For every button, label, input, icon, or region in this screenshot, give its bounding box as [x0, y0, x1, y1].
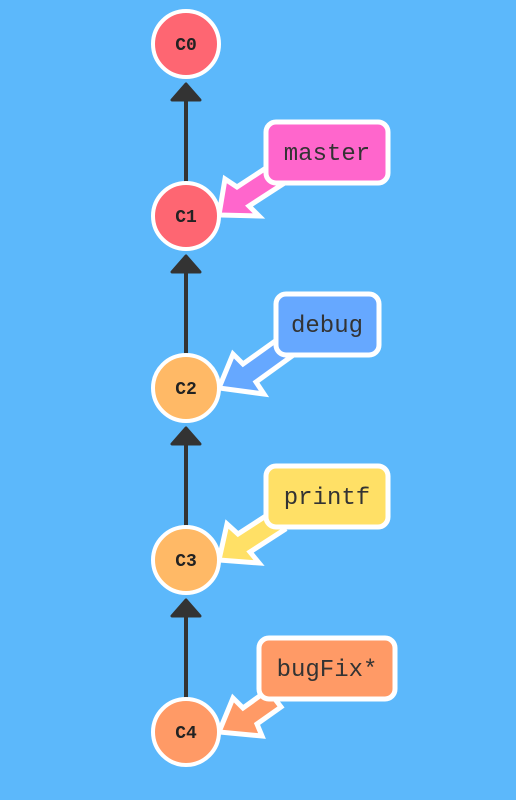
link-c3-c2 [170, 426, 202, 529]
commit-c1[interactable]: C1 [151, 181, 221, 251]
commit-c2[interactable]: C2 [151, 353, 221, 423]
branch-box [256, 635, 398, 702]
branch-name: printf [284, 485, 370, 512]
branch-name: debug [291, 313, 363, 340]
commit-label: C1 [175, 208, 197, 228]
parent-links [170, 82, 202, 701]
commit-node [151, 697, 221, 767]
commit-node [151, 525, 221, 595]
branch-name: master [284, 141, 370, 168]
branch-box [273, 291, 382, 358]
commit-node [151, 181, 221, 251]
commit-c4[interactable]: C4 [151, 697, 221, 767]
branch-label-printf[interactable]: printf [263, 463, 391, 530]
branch-name: bugFix* [277, 657, 378, 684]
link-c1-c0 [170, 82, 202, 185]
branch-box [263, 463, 391, 530]
commit-label: C2 [175, 380, 197, 400]
branch-label-debug[interactable]: debug [273, 291, 382, 358]
commits: C0 C1 C2 C3 C4 [151, 9, 221, 767]
commit-label: C4 [175, 724, 197, 744]
commit-c0[interactable]: C0 [151, 9, 221, 79]
link-c4-c3 [170, 598, 202, 701]
commit-label: C3 [175, 552, 197, 572]
branch-label-master[interactable]: master [263, 119, 391, 186]
link-c2-c1 [170, 254, 202, 357]
branch-labels: master debug printf bugFix* [256, 119, 398, 702]
commit-c3[interactable]: C3 [151, 525, 221, 595]
commit-node [151, 353, 221, 423]
commit-node [151, 9, 221, 79]
commit-label: C0 [175, 36, 197, 56]
branch-box [263, 119, 391, 186]
branch-label-bugfix[interactable]: bugFix* [256, 635, 398, 702]
